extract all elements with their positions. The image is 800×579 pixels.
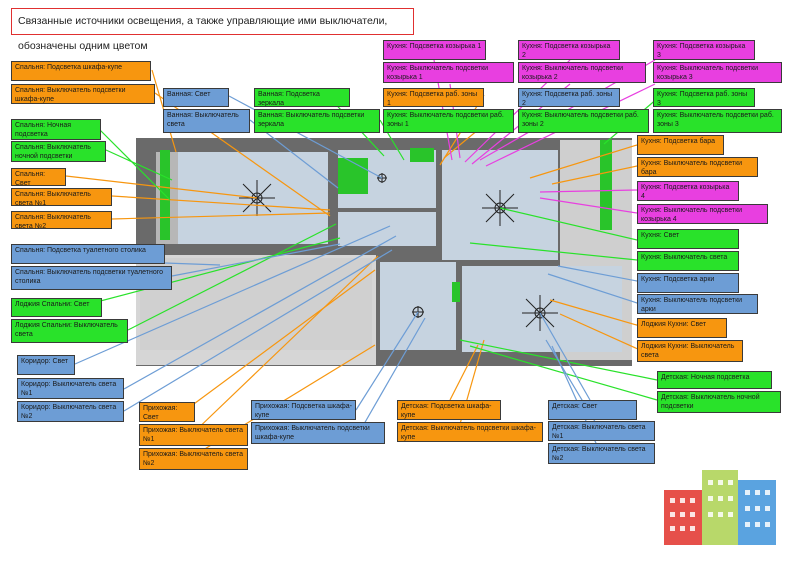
plan-accent-5: [452, 282, 460, 302]
plan-loggia-bedroom: [140, 258, 372, 350]
label-kitchen-bar-light: Кухня: Подсветка бара: [637, 135, 724, 155]
legend-title: Связанные источники освещения, а также у…: [11, 8, 414, 52]
label-bedroom-loggia-light: Лоджия Спальни: Свет: [11, 298, 102, 317]
plan-corridor: [338, 212, 436, 246]
label-hall-switch-2: Прихожая: Выключатель света №2: [139, 448, 248, 470]
label-kitchen-switch: Кухня: Выключатель света: [637, 251, 739, 271]
label-kitchen-bar-switch: Кухня: Выключатель подсветки бара: [637, 157, 758, 177]
label-kitchen-arch-light: Кухня: Подсветка арки: [637, 273, 739, 293]
label-kitchen-canopy-2-switch: Кухня: Выключатель подсветки козырька 2: [518, 62, 646, 83]
label-kitchen-arch-switch: Кухня: Выключатель подсветки арки: [637, 294, 758, 314]
plan-accent-3: [410, 148, 434, 162]
label-bedroom-night-light: Спальня: Ночная подсветка: [11, 119, 101, 140]
label-nursery-switch-2: Детская: Выключатель света №2: [548, 443, 655, 464]
label-corridor-switch-1: Коридор: Выключатель света №1: [17, 378, 124, 399]
label-bath-switch: Ванная: Выключатель света: [163, 109, 250, 133]
label-corridor-light: Коридор: Свет: [17, 355, 75, 375]
label-nursery-night-switch: Детская: Выключатель ночной подсветки: [657, 391, 781, 413]
label-kitchen-light: Кухня: Свет: [637, 229, 739, 249]
plan-nursery: [462, 266, 622, 352]
label-kitchen-loggia-switch: Лоджия Кухни: Выключатель света: [637, 340, 743, 362]
label-kitchen-loggia-light: Лоджия Кухни: Свет: [637, 318, 727, 338]
label-corridor-switch-2: Коридор: Выключатель света №2: [17, 401, 124, 422]
label-kitchen-zone-1-light: Кухня: Подсветка раб. зоны 1: [383, 88, 484, 107]
label-hall-wardrobe-switch: Прихожая: Выключатель подсветки шкафа-ку…: [251, 422, 385, 444]
label-bedroom-wardrobe-light: Спальня: Подсветка шкафа-купе: [11, 61, 151, 81]
label-bedroom-vanity-switch: Спальня: Выключатель подсветки туалетног…: [11, 266, 172, 290]
label-nursery-wardrobe-switch: Детская: Выключатель подсветки шкафа-куп…: [397, 422, 543, 442]
label-kitchen-canopy-4-light: Кухня: Подсветка козырька 4: [637, 181, 739, 201]
label-kitchen-zone-3-switch: Кухня: Выключатель подсветки раб. зоны 3: [653, 109, 782, 133]
label-hall-light: Прихожая: Свет: [139, 402, 195, 422]
label-kitchen-zone-1-switch: Кухня: Выключатель подсветки раб. зоны 1: [383, 109, 514, 133]
label-bedroom-night-switch: Спальня: Выключатель ночной подсветки: [11, 141, 106, 162]
label-kitchen-canopy-1-switch: Кухня: Выключатель подсветки козырька 1: [383, 62, 514, 83]
label-nursery-night-light: Детская: Ночная подсветка: [657, 371, 772, 389]
label-nursery-switch-1: Детская: Выключатель света №1: [548, 421, 655, 441]
label-bedroom-switch-2: Спальня: Выключатель света №2: [11, 211, 112, 229]
label-bath-mirror-switch: Ванная: Выключатель подсветки зеркала: [254, 109, 380, 133]
label-nursery-wardrobe-light: Детская: Подсветка шкафа-купе: [397, 400, 501, 420]
label-bedroom-light: Спальня: Свет: [11, 168, 66, 186]
label-kitchen-canopy-3-light: Кухня: Подсветка козырька 3: [653, 40, 755, 60]
label-nursery-light: Детская: Свет: [548, 400, 637, 420]
label-hall-switch-1: Прихожая: Выключатель света №1: [139, 424, 248, 446]
blue-connectors: [74, 95, 638, 453]
label-kitchen-zone-2-light: Кухня: Подсветка раб. зоны 2: [518, 88, 620, 107]
label-bedroom-loggia-switch: Лоджия Спальни: Выключатель света: [11, 319, 128, 343]
label-bath-light: Ванная: Свет: [163, 88, 229, 107]
label-bedroom-switch-1: Спальня: Выключатель света №1: [11, 188, 112, 206]
plan-accent-2: [338, 158, 368, 194]
label-kitchen-canopy-2-light: Кухня: Подсветка козырька 2: [518, 40, 620, 60]
label-kitchen-canopy-1-light: Кухня: Подсветка козырька 1: [383, 40, 486, 60]
label-kitchen-canopy-3-switch: Кухня: Выключатель подсветки козырька 3: [653, 62, 782, 83]
label-kitchen-canopy-4-switch: Кухня: Выключатель подсветки козырька 4: [637, 204, 768, 224]
label-kitchen-zone-2-switch: Кухня: Выключатель подсветки раб. зоны 2: [518, 109, 649, 133]
city-logo: [664, 470, 776, 545]
label-kitchen-zone-3-light: Кухня: Подсветка раб. зоны 3: [653, 88, 755, 107]
label-hall-wardrobe-light: Прихожая: Подсветка шкафа-купе: [251, 400, 356, 420]
label-bath-mirror-light: Ванная: Подсветка зеркала: [254, 88, 350, 107]
label-bedroom-wardrobe-switch: Спальня: Выключатель подсветки шкафа-куп…: [11, 84, 155, 104]
label-bedroom-vanity-light: Спальня: Подсветка туалетного столика: [11, 244, 165, 264]
